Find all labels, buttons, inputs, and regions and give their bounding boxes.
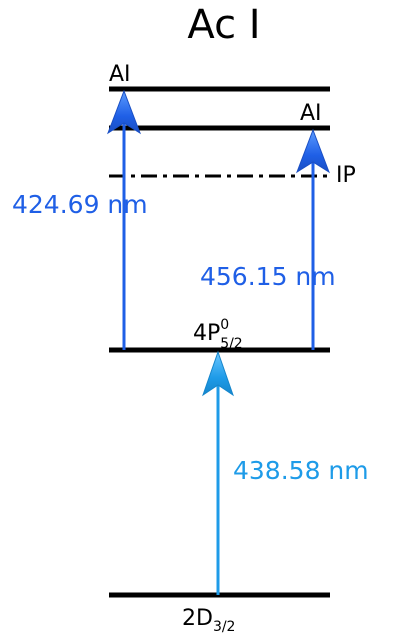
diagram-title: Ac I bbox=[187, 2, 260, 48]
level-label-ground: 2D3/2 bbox=[182, 606, 235, 635]
level-label-ip: IP bbox=[336, 163, 356, 188]
wavelength-label-step2b: 456.15 nm bbox=[200, 262, 336, 291]
arrow-step2a-head bbox=[107, 89, 141, 135]
level-label-ai-upper: AI bbox=[109, 62, 131, 87]
wavelength-label-step2a: 424.69 nm bbox=[12, 190, 148, 219]
arrow-step2b-head bbox=[296, 128, 330, 174]
wavelength-label-step1: 438.58 nm bbox=[233, 456, 369, 485]
arrow-step1-head bbox=[202, 350, 234, 397]
level-label-ai-lower: AI bbox=[300, 101, 322, 126]
